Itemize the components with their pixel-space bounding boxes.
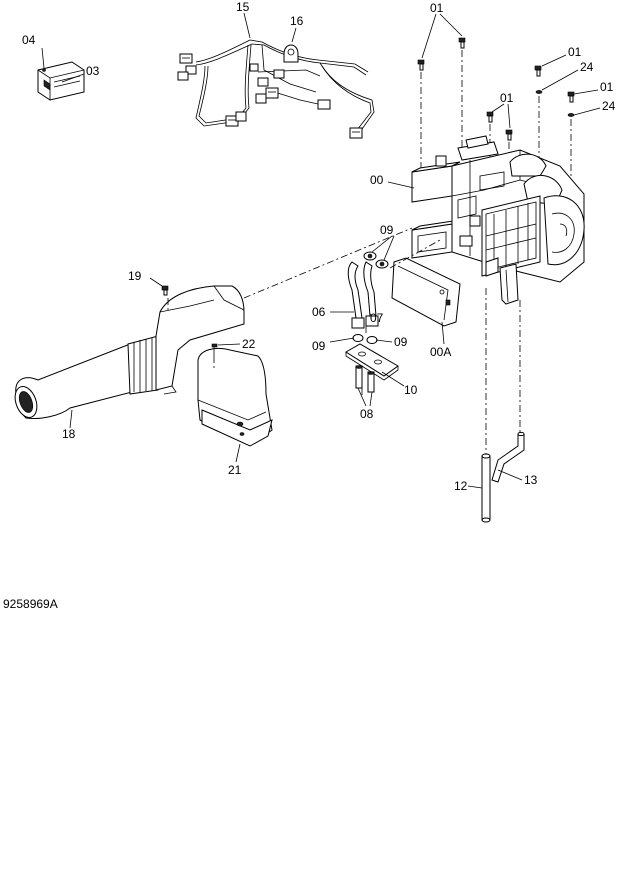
- callout-01-mid: 01: [500, 91, 514, 105]
- part-19-screw[interactable]: [161, 285, 169, 296]
- part-18-duct[interactable]: [11, 285, 245, 420]
- callout-15: 15: [236, 0, 250, 14]
- part-06-hose[interactable]: [347, 261, 365, 329]
- callout-24-right-2: 24: [602, 99, 616, 113]
- part-09-clamps-lower[interactable]: [352, 334, 378, 344]
- callout-01-right-2: 01: [600, 80, 614, 94]
- part-03-switch-box[interactable]: [37, 61, 85, 101]
- leader-lines: [61, 12, 601, 489]
- callout-12: 12: [454, 479, 468, 493]
- callout-04: 04: [22, 33, 36, 47]
- callout-00A: 00A: [430, 345, 451, 359]
- part-13-pipe[interactable]: [491, 431, 525, 483]
- callout-10: 10: [404, 383, 418, 397]
- callout-18: 18: [62, 427, 76, 441]
- callout-08: 08: [360, 407, 374, 421]
- part-07-hose[interactable]: [363, 261, 379, 327]
- part-22-screw[interactable]: [211, 343, 218, 356]
- callout-13: 13: [524, 473, 538, 487]
- assembly-lines: [167, 227, 521, 454]
- part-00A-cover-panel[interactable]: [391, 257, 461, 327]
- callout-09-right: 09: [394, 335, 408, 349]
- callout-16: 16: [290, 14, 304, 28]
- part-00-hvac-unit[interactable]: [411, 135, 585, 305]
- callout-07: 07: [370, 311, 384, 325]
- part-01-bolt-right-1[interactable]: [534, 65, 543, 196]
- callout-03: 03: [86, 64, 100, 78]
- part-10-plate[interactable]: [345, 343, 399, 381]
- callout-09-upper: 09: [380, 223, 394, 237]
- part-16-harness-clamp[interactable]: [283, 44, 299, 63]
- part-01-bolt-top-right[interactable]: [458, 37, 466, 150]
- part-04-screw[interactable]: [41, 47, 46, 72]
- part-01-bolt-right-2[interactable]: [567, 91, 575, 190]
- callout-09-left: 09: [312, 339, 326, 353]
- part-08-pipes[interactable]: [355, 365, 375, 393]
- callout-06: 06: [312, 305, 326, 319]
- callout-21: 21: [228, 463, 242, 477]
- part-01-bolt-mid-2[interactable]: [505, 129, 513, 170]
- callout-01-right-1: 01: [568, 45, 582, 59]
- callout-labels: 01 15 16 04 03 01 24 01 24 01 00 09 19 0…: [22, 0, 616, 493]
- part-15-wire-harness[interactable]: [177, 39, 375, 139]
- part-01-bolt-top-left[interactable]: [417, 59, 425, 178]
- callout-22: 22: [242, 337, 256, 351]
- callout-00: 00: [370, 173, 384, 187]
- part-09-clamps-upper[interactable]: [363, 251, 389, 269]
- drawing-code: 9258969A: [3, 597, 58, 611]
- callout-01-top: 01: [430, 1, 444, 15]
- callout-24-right-1: 24: [580, 60, 594, 74]
- callout-19: 19: [128, 269, 142, 283]
- part-12-pipe[interactable]: [481, 453, 491, 523]
- part-21-duct[interactable]: [197, 347, 273, 447]
